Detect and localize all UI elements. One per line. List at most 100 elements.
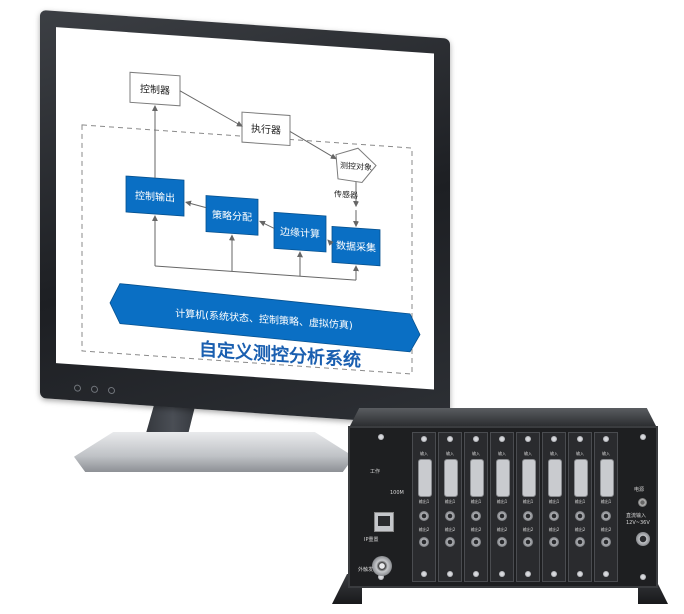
bus-line-horizontal [155, 265, 356, 281]
voltage-label: 12V~36V [626, 520, 650, 526]
slot-out2-label: 输出2 [470, 527, 482, 532]
io-slot-6: 输入 输出1 输出2 [542, 432, 566, 582]
dc-input-label: 直流输入 [626, 513, 647, 519]
edge-compute-box [273, 211, 327, 253]
edge-compute-label: 边缘计算 [280, 225, 320, 241]
screw [473, 571, 479, 577]
circular-connector[interactable] [523, 537, 533, 547]
circular-connector[interactable] [445, 511, 455, 521]
dsub-connector[interactable] [522, 459, 536, 497]
strategy-label: 策略分配 [212, 208, 252, 224]
menu-icon[interactable] [91, 385, 98, 393]
screw [640, 574, 646, 580]
slot-input-label: 输入 [524, 451, 532, 456]
ip-reset-label: IP重置 [364, 537, 379, 543]
screw [603, 571, 609, 577]
wire-edge-strategy [259, 220, 275, 229]
slot-input-label: 输入 [550, 451, 558, 456]
dsub-connector[interactable] [574, 459, 588, 497]
slot-out2-label: 输出2 [496, 527, 508, 532]
slot-out1-label: 输出1 [496, 499, 508, 504]
input-icon[interactable] [108, 386, 115, 394]
power-label: 电源 [634, 487, 645, 493]
slot-out2-label: 输出2 [600, 527, 612, 532]
slot-input-label: 输入 [576, 451, 584, 456]
dsub-connector[interactable] [470, 459, 484, 497]
slot-out1-label: 输出1 [574, 499, 586, 504]
slot-input-label: 输入 [420, 451, 428, 456]
power-switch[interactable] [638, 498, 647, 507]
monitor-screen: 控制器 执行器 测控对象 传感器 控制输出 策略分配 边缘计算 数据采集 [56, 27, 434, 390]
circular-connector[interactable] [549, 511, 559, 521]
circular-connector[interactable] [575, 537, 585, 547]
screw [421, 571, 427, 577]
circular-connector[interactable] [575, 511, 585, 521]
screw [551, 436, 557, 442]
screw [525, 571, 531, 577]
screw [421, 436, 427, 442]
wire-controller-actuator [179, 90, 243, 127]
dc-power-connector[interactable] [636, 532, 650, 546]
screw [378, 434, 384, 440]
slot-input-label: 输入 [446, 451, 454, 456]
dsub-connector[interactable] [418, 459, 432, 497]
circular-connector[interactable] [497, 537, 507, 547]
slot-out1-label: 输出1 [444, 499, 456, 504]
circular-connector[interactable] [549, 537, 559, 547]
dsub-connector[interactable] [600, 459, 614, 497]
slot-out2-label: 输出2 [444, 527, 456, 532]
controller-label: 控制器 [140, 82, 170, 97]
target-shape [335, 147, 377, 184]
monitor-buttons [74, 382, 115, 395]
wire-actuator-target [289, 131, 337, 160]
rate-label: 100M [390, 490, 404, 496]
slot-out2-label: 输出2 [418, 527, 430, 532]
chassis-front-panel: 工作 100M IP重置 外触发 输入 输出1 输出2 输入 输出1 [348, 426, 658, 588]
screw [577, 436, 583, 442]
circular-connector[interactable] [523, 511, 533, 521]
dsub-connector[interactable] [444, 459, 458, 497]
control-output-label: 控制输出 [135, 189, 175, 205]
io-slot-7: 输入 输出1 输出2 [568, 432, 592, 582]
screw [378, 574, 384, 580]
screw [577, 571, 583, 577]
dsub-connector[interactable] [548, 459, 562, 497]
circular-connector[interactable] [471, 511, 481, 521]
chassis-top [350, 408, 656, 426]
slot-out1-label: 输出1 [470, 499, 482, 504]
wire-strategy-output [185, 200, 207, 209]
computer-banner [109, 283, 421, 353]
io-slot-3: 输入 输出1 输出2 [464, 432, 488, 582]
ethernet-port[interactable] [374, 512, 394, 532]
target-label: 测控对象 [340, 160, 372, 172]
screw [447, 571, 453, 577]
slot-out2-label: 输出2 [548, 527, 560, 532]
screw [640, 434, 646, 440]
circular-connector[interactable] [601, 537, 611, 547]
power-icon[interactable] [74, 383, 81, 392]
actuator-box [241, 111, 291, 147]
circular-connector[interactable] [419, 511, 429, 521]
circular-connector[interactable] [497, 511, 507, 521]
system-diagram: 控制器 执行器 测控对象 传感器 控制输出 策略分配 边缘计算 数据采集 [81, 71, 421, 375]
trigger-bnc-connector[interactable] [372, 556, 392, 576]
screw [551, 571, 557, 577]
screw [473, 436, 479, 442]
io-slot-8: 输入 输出1 输出2 [594, 432, 618, 582]
circular-connector[interactable] [601, 511, 611, 521]
dsub-connector[interactable] [496, 459, 510, 497]
io-slot-5: 输入 输出1 输出2 [516, 432, 540, 582]
circular-connector[interactable] [419, 537, 429, 547]
work-label: 工作 [370, 469, 381, 475]
screw [499, 436, 505, 442]
slot-out1-label: 输出1 [522, 499, 534, 504]
screw [603, 436, 609, 442]
slot-out1-label: 输出1 [600, 499, 612, 504]
circular-connector[interactable] [445, 537, 455, 547]
circular-connector[interactable] [471, 537, 481, 547]
data-acq-label: 数据采集 [336, 239, 376, 255]
wire-acq-edge [327, 239, 334, 246]
ext-trigger-label: 外触发 [358, 567, 374, 573]
slot-out1-label: 输出1 [418, 499, 430, 504]
